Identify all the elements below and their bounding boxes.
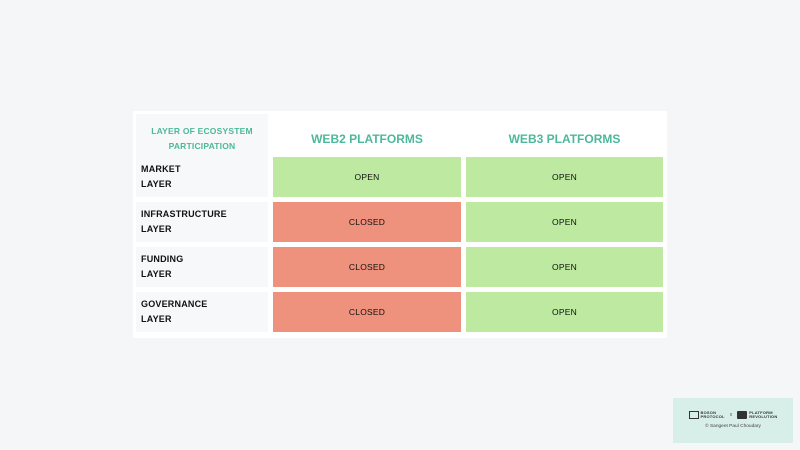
web2-platforms-header: WEB2 PLATFORMS: [311, 131, 423, 146]
row-label-governance: GOVERNANCE LAYER: [136, 292, 268, 332]
logo-right-line1: PLATFORM: [749, 410, 773, 415]
market-web2-status: OPEN: [273, 157, 461, 197]
platform-revolution-mark-icon: [737, 411, 748, 419]
logo-right-line2: REVOLUTION: [749, 414, 778, 419]
row-label-infrastructure: INFRASTRUCTURE LAYER: [136, 202, 268, 242]
row-label-line1: GOVERNANCE: [141, 298, 208, 309]
partner-logos: BOSON PROTOCOL x PLATFORM REVOLUTION: [673, 409, 793, 421]
logo-left-line2: PROTOCOL: [700, 414, 725, 419]
funding-web3-status: OPEN: [466, 247, 663, 287]
row-label-line1: INFRASTRUCTURE: [141, 208, 227, 219]
platform-revolution-logo: PLATFORM REVOLUTION: [737, 411, 777, 419]
layer-column-header: LAYER OF ECOSYSTEM PARTICIPATION: [136, 114, 268, 163]
row-label-line2: LAYER: [141, 314, 172, 324]
boson-mark-icon: [688, 411, 699, 419]
row-label-market: MARKET LAYER: [136, 157, 268, 197]
logo-left-line1: BOSON: [700, 410, 717, 415]
copyright-text: © Sangeet Paul Choudary: [705, 424, 761, 429]
row-label-line2: LAYER: [141, 179, 172, 189]
governance-web2-status: CLOSED: [273, 292, 461, 332]
boson-protocol-logo: BOSON PROTOCOL: [688, 410, 725, 419]
infrastructure-web3-status: OPEN: [466, 202, 663, 242]
row-label-line1: FUNDING: [141, 253, 184, 264]
web3-platforms-header: WEB3 PLATFORMS: [508, 131, 621, 146]
governance-web3-status: OPEN: [466, 292, 663, 332]
market-web3-status: OPEN: [466, 157, 663, 197]
infrastructure-web2-status: CLOSED: [273, 202, 461, 242]
funding-web2-status: CLOSED: [273, 247, 461, 287]
logo-separator: x: [729, 412, 733, 418]
attribution-badge: BOSON PROTOCOL x PLATFORM REVOLUTION © S…: [673, 398, 793, 443]
row-label-funding: FUNDING LAYER: [136, 247, 268, 287]
comparison-table: LAYER OF ECOSYSTEM PARTICIPATION WEB2 PL…: [133, 111, 667, 338]
row-label-line2: LAYER: [141, 269, 172, 279]
row-label-line2: LAYER: [141, 224, 172, 234]
row-label-line1: MARKET: [141, 163, 181, 174]
